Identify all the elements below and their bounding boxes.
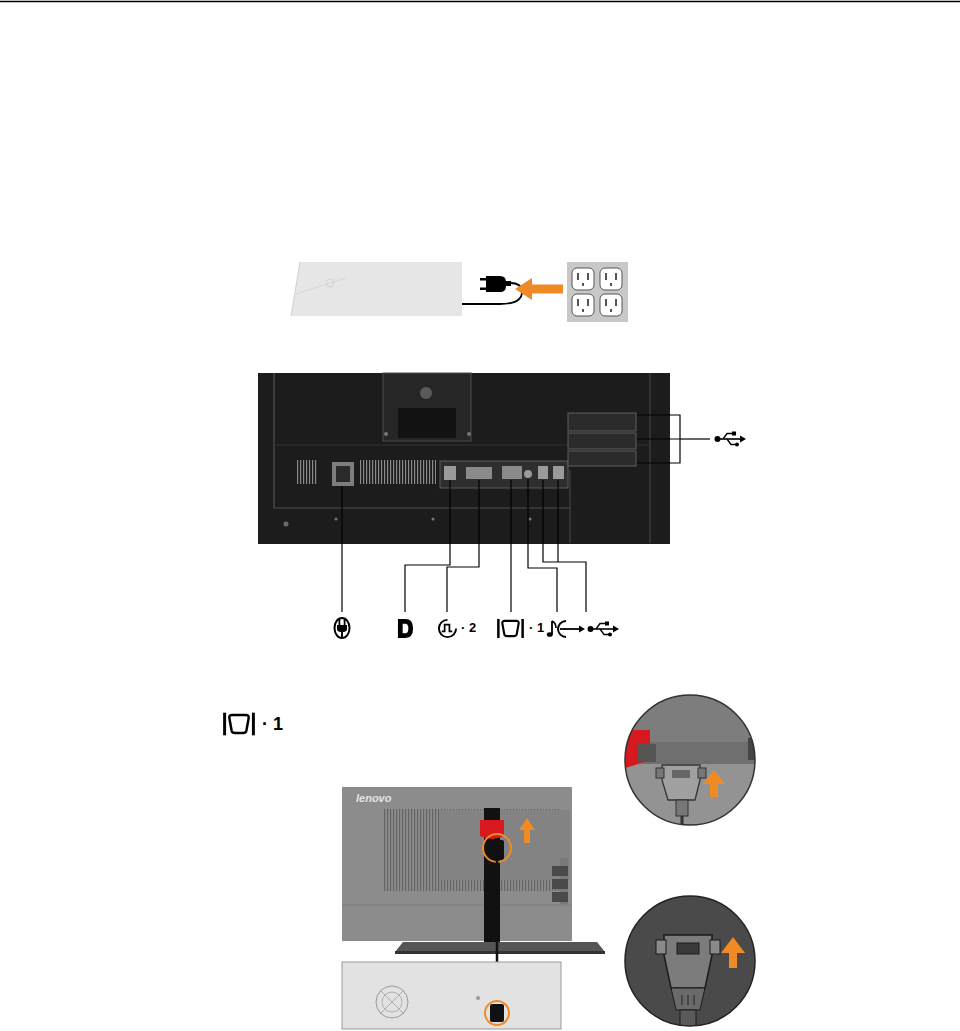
computer-rear xyxy=(342,962,561,1029)
vga-symbol xyxy=(497,619,524,638)
usb-symbol xyxy=(715,432,747,447)
power-connection xyxy=(291,262,628,322)
usb-symbol xyxy=(588,622,620,637)
header-rule xyxy=(0,1,960,3)
port-number: · 1 xyxy=(262,715,283,733)
leader-lines xyxy=(342,479,586,612)
displayport-symbol xyxy=(398,619,413,638)
usb-bracket xyxy=(637,415,710,463)
monitor-base xyxy=(291,262,462,316)
wall-outlet xyxy=(567,262,628,322)
plug xyxy=(486,276,506,292)
insert-arrow xyxy=(515,278,563,300)
dvi-symbol xyxy=(439,620,456,637)
zoom-detail xyxy=(620,890,760,1030)
power-symbol xyxy=(335,618,350,638)
port-number: · 2 xyxy=(461,621,476,634)
audio-symbol xyxy=(547,621,585,637)
port-number: · 1 xyxy=(529,621,544,634)
brand-logo: lenovo xyxy=(356,793,391,804)
vga-symbol xyxy=(223,713,255,736)
monitor-rear xyxy=(258,373,670,544)
zoom-detail xyxy=(620,690,762,834)
